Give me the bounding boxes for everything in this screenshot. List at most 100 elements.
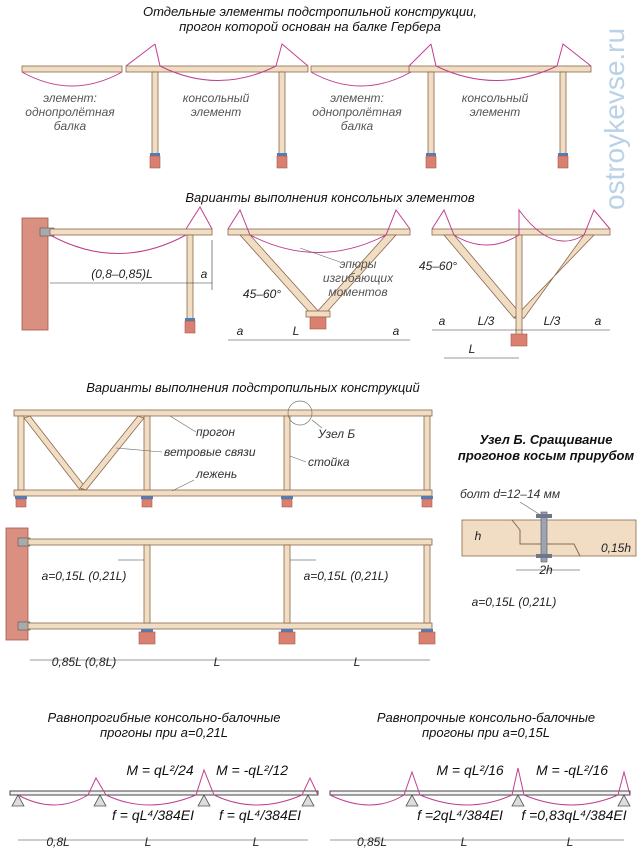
moment-pos: M = qL²/24 — [126, 762, 194, 778]
deflection-2: f =0,83qL⁴/384EI — [521, 807, 626, 823]
section4-right: Равнопрочные консольно-балочные прогоны … — [329, 710, 631, 849]
leader-line — [311, 419, 323, 429]
purlin-beam — [13, 409, 433, 417]
base-plate — [426, 153, 436, 156]
leader-line — [289, 455, 307, 463]
leader-line — [299, 247, 341, 263]
label-simple-beam-2-l2: однопролётная — [312, 105, 402, 119]
section1-elements: элемент: однопролётная балка консольный … — [21, 43, 592, 169]
label-cantilever-1-l2: элемент — [191, 105, 241, 119]
dim-L-label: L — [469, 342, 476, 356]
dim-L: L — [567, 835, 574, 849]
foundation — [138, 631, 156, 645]
foundation — [281, 498, 293, 508]
dim-span-first: 0,85L (0,8L) — [52, 655, 117, 669]
leader-line — [519, 501, 543, 517]
post — [423, 544, 431, 624]
bolt-label: болт d=12–14 мм — [460, 487, 560, 501]
pin-support — [93, 794, 107, 807]
strut-left — [443, 234, 525, 319]
dim-span-label: (0,8–0,85)L — [91, 267, 152, 281]
cantilever-beam — [431, 228, 611, 236]
pin-support — [197, 794, 211, 807]
wind-brace — [79, 415, 145, 491]
foundation — [557, 155, 569, 169]
post — [143, 544, 151, 624]
h-label: h — [475, 529, 482, 543]
label-simple-beam-1-l1: элемент: — [43, 91, 97, 105]
label-simple-beam-2-l3: балка — [341, 119, 374, 133]
brick-wall — [5, 527, 29, 641]
angle-label: 45–60° — [243, 287, 281, 301]
sill-block — [305, 310, 331, 318]
label-cantilever-2-l2: элемент — [470, 105, 520, 119]
pin-support — [511, 794, 525, 807]
bolt — [540, 511, 548, 563]
label-purlin: прогон — [196, 425, 235, 439]
post — [559, 71, 567, 155]
label-cantilever-2-l1: консольный — [462, 91, 529, 105]
dim-a-label: a — [439, 314, 446, 328]
pin-support — [11, 794, 25, 807]
moment-diagram — [329, 767, 631, 806]
dim-L-label: L — [293, 324, 300, 338]
dim-L: L — [253, 835, 260, 849]
foundation — [418, 631, 436, 645]
watermark: ostroykevse.ru — [599, 28, 630, 210]
post — [427, 71, 435, 155]
moment-diagram — [17, 768, 319, 806]
post — [186, 234, 194, 320]
base-plate — [185, 318, 195, 321]
moment-diagram — [408, 43, 592, 81]
post — [17, 415, 25, 491]
moment-diagram — [21, 71, 123, 87]
base-plate — [558, 153, 568, 156]
label-node-b: Узел Б — [317, 427, 355, 441]
right-title-line1: Равнопрочные консольно-балочные — [377, 710, 595, 725]
foundation — [510, 333, 528, 347]
moment-diagram — [49, 206, 213, 254]
foundation — [421, 498, 433, 508]
cantilever-beam-2 — [408, 65, 592, 73]
post — [283, 415, 291, 491]
pin-support — [617, 794, 631, 807]
angle-label: 45–60° — [419, 259, 457, 273]
dim-a-label: a — [237, 324, 244, 338]
right-title-line2: прогоны при a=0,15L — [422, 725, 550, 740]
moment-diagram — [227, 208, 411, 253]
scarf-cut — [511, 519, 581, 557]
post — [151, 71, 159, 155]
leader-line — [115, 447, 163, 453]
foundation — [184, 320, 196, 334]
moment-diagram — [125, 43, 309, 81]
pin-support — [301, 794, 315, 807]
dim-L: L — [145, 835, 152, 849]
leader-line — [171, 479, 195, 492]
dim-first: 0,8L — [46, 835, 69, 849]
purlin-frame-1: Узел Б прогон ветровые связи лежень стой… — [13, 400, 433, 508]
node-detail-title-line1: Узел Б. Сращивание — [480, 432, 613, 447]
label-simple-beam-1-l2: однопролётная — [25, 105, 115, 119]
h015-label: 0,15h — [601, 541, 631, 555]
foundation — [15, 498, 27, 508]
moment-diagram — [310, 71, 412, 87]
foundation — [141, 498, 153, 508]
post — [423, 415, 431, 491]
moment-neg: M = -qL²/12 — [216, 762, 288, 778]
base-plate — [141, 629, 153, 632]
node-detail-title-line2: прогонов косым прирубом — [458, 448, 635, 463]
left-title-line2: прогоны при a=0,21L — [100, 725, 228, 740]
leader-line — [169, 415, 197, 433]
pin-support — [405, 794, 419, 807]
base-plate — [150, 153, 160, 156]
cantilever-variant-3: 45–60° a L/3 L/3 a L — [419, 208, 611, 359]
dim-L: L — [461, 835, 468, 849]
purlin-joint — [461, 519, 637, 557]
moment-label-l1: эпюры — [339, 257, 376, 271]
purlin-line — [9, 790, 319, 796]
post — [143, 415, 151, 491]
moment-label-l2: изгибающих — [323, 271, 394, 285]
center-post — [515, 234, 523, 336]
moment-diagram — [431, 208, 611, 246]
